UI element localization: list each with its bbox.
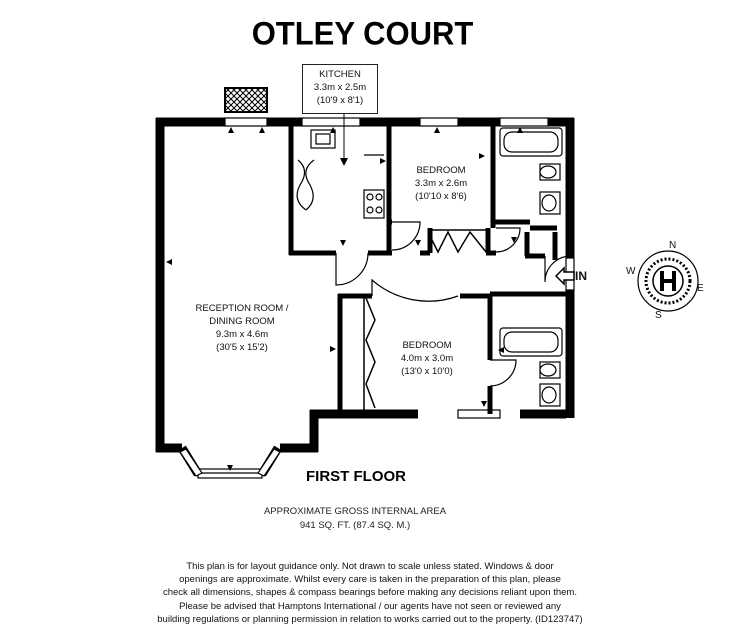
reception-name-line1: RECEPTION ROOM / [195, 303, 289, 314]
bedroom-2-label: BEDROOM 4.0m x 3.0m (13'0 x 10'0) [384, 339, 470, 378]
area-summary: APPROXIMATE GROSS INTERNAL AREA 941 SQ. … [200, 505, 510, 533]
bedroom-1-metric: 3.3m x 2.6m [414, 178, 468, 189]
bedroom-1-name: BEDROOM [416, 165, 466, 176]
reception-metric: 9.3m x 4.6m [215, 329, 269, 340]
reception-imperial: (30'5 x 15'2) [216, 342, 268, 353]
compass [637, 250, 699, 312]
bedroom-1-imperial: (10'10 x 8'6) [415, 191, 467, 202]
bedroom-2-imperial: (13'0 x 10'0) [401, 366, 453, 377]
bedroom-2-name: BEDROOM [402, 340, 452, 351]
kitchen-fittings [310, 129, 385, 219]
light-markers [166, 127, 523, 471]
disclaimer-line: This plan is for layout guidance only. N… [186, 561, 554, 572]
entrance-label: IN [575, 269, 587, 283]
kitchen-name: KITCHEN [319, 69, 361, 80]
compass-east: E [697, 283, 704, 294]
disclaimer-line: Please be advised that Hamptons Internat… [179, 600, 561, 612]
balcony [224, 87, 268, 113]
kitchen-pointer-head [340, 158, 348, 166]
disclaimer-line: check all dimensions, shapes & compass b… [162, 587, 577, 599]
compass-west: W [626, 266, 636, 277]
interior-walls [288, 125, 566, 414]
compass-center: H [663, 275, 664, 276]
bay-window [179, 448, 281, 479]
bedroom-1-label: BEDROOM 3.3m x 2.6m (10'10 x 8'6) [398, 164, 484, 203]
reception-name-line2: DINING ROOM [209, 316, 275, 327]
entrance-arrow [554, 266, 575, 286]
kitchen-imperial: (10'9 x 8'1) [316, 95, 364, 106]
bathroom-fittings [499, 127, 563, 407]
compass-north: N [669, 240, 677, 251]
wardrobes [363, 229, 488, 410]
bedroom-2-metric: 4.0m x 3.0m [400, 353, 454, 364]
kitchen-label: KITCHEN 3.3m x 2.5m (10'9 x 8'1) [302, 64, 378, 114]
compass-south: S [655, 310, 662, 321]
floor-label: FIRST FLOOR [306, 468, 406, 485]
area-value: 941 SQ. FT. (87.4 SQ. M.) [299, 520, 411, 531]
area-heading: APPROXIMATE GROSS INTERNAL AREA [263, 506, 447, 517]
disclaimer-line: openings are approximate. Whilst every c… [179, 574, 561, 586]
reception-label: RECEPTION ROOM / DINING ROOM 9.3m x 4.6m… [178, 302, 306, 354]
disclaimer: This plan is for layout guidance only. N… [80, 560, 660, 626]
property-title: OTLEY COURT [251, 15, 474, 52]
door-swings [296, 159, 572, 387]
disclaimer-line: building regulations or planning permiss… [157, 613, 583, 625]
kitchen-metric: 3.3m x 2.5m [313, 82, 367, 93]
